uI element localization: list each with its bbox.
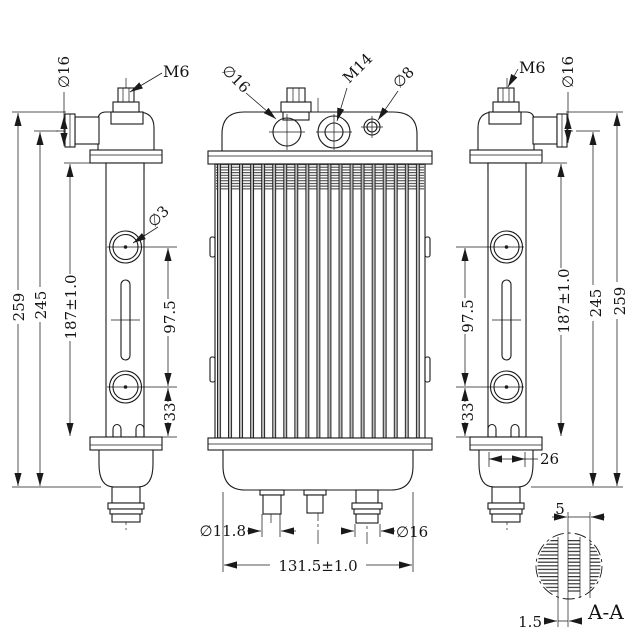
dim-height-to-fitting-right: 245 (587, 289, 605, 318)
dim-hole-offset-left: 33 (161, 402, 179, 421)
outlet-fitting-neck (355, 489, 379, 504)
label-m6-left: M6 (163, 62, 190, 81)
hose-fitting-pipe (74, 116, 100, 145)
dim-overall-width: 131.5±1.0 (278, 557, 357, 575)
bottom-fitting-neck (111, 486, 141, 504)
hose-fitting-pipe (532, 116, 558, 145)
dimension-text: 259 245 187±1.0 97.5 33 ∅16 ∅3 M6 ∅16 M1… (10, 50, 629, 631)
label-hole-dia-left: ∅3 (144, 202, 173, 231)
dim-stub-dia: ∅11.8 (200, 522, 246, 540)
mount-hook (112, 423, 122, 438)
bottom-fitting-neck (491, 486, 521, 504)
dia3-leader (132, 226, 159, 244)
bolt-collar (112, 101, 140, 113)
lower-tank-side (98, 449, 154, 488)
bolt-boss (110, 111, 144, 125)
mount-hook (487, 423, 497, 438)
dim-core-height-right: 187±1.0 (555, 268, 573, 333)
drain-stub-collar (259, 489, 285, 496)
side-clip (424, 236, 431, 258)
section-label: A-A (587, 600, 624, 624)
dim-hole-offset-right: 33 (459, 402, 477, 421)
center-stub (306, 494, 324, 514)
dim-height-to-fitting-left: 245 (32, 291, 50, 320)
side-clip (424, 356, 431, 383)
label-fitting-dia-left: ∅16 (55, 56, 73, 88)
dim-tank-width: 26 (540, 450, 559, 468)
dim-overall-height-right: 259 (611, 287, 629, 316)
bolt-collar (492, 101, 520, 113)
label-fitting-dia-right: ∅16 (559, 56, 577, 88)
extension-lines (12, 111, 623, 572)
top-flange (469, 149, 543, 164)
top-flange (89, 149, 163, 164)
m6-bolt (117, 87, 135, 103)
lower-tank (222, 449, 414, 491)
m6-leader-left (129, 72, 163, 93)
bolt-collar (280, 101, 312, 113)
dim-core-height-left: 187±1.0 (62, 274, 80, 339)
drain-stub (262, 494, 282, 515)
inlet-leader (245, 92, 277, 120)
m6-bolt (497, 87, 515, 103)
dim-tube-wall: 1.5 (518, 613, 542, 631)
core-tubes (216, 164, 424, 438)
overflow-leader (377, 90, 399, 121)
dim-tube-pitch: 5 (555, 500, 565, 518)
bottom-flange (89, 436, 163, 451)
m14-leader (336, 87, 348, 122)
front-view (207, 87, 433, 524)
bolt-boss (488, 111, 522, 125)
side-clip (209, 236, 216, 258)
dim-outlet-dia: ∅16 (396, 523, 428, 541)
dim-hole-spacing-right: 97.5 (459, 299, 477, 332)
dimension-lines (14, 68, 621, 625)
mount-hook (510, 423, 520, 438)
m6-stud (286, 87, 306, 103)
label-m6-right: M6 (519, 58, 546, 77)
top-header-plate (207, 150, 433, 165)
detail-boundary-circle (535, 532, 603, 600)
label-cap-thread: M14 (339, 50, 376, 87)
dim-overall-height-left: 259 (10, 293, 28, 322)
label-inlet-dia: ∅16 (218, 61, 253, 96)
mount-hook (135, 423, 145, 438)
label-overflow-dia: ∅8 (389, 63, 418, 92)
dim-hole-spacing-left: 97.5 (161, 300, 179, 333)
side-clip (209, 356, 216, 383)
section-aa-detail (535, 512, 603, 627)
m6-leader-right (507, 68, 519, 88)
fin-hatch (537, 540, 601, 594)
center-stub-collar (303, 489, 327, 496)
bottom-flange (469, 436, 543, 451)
